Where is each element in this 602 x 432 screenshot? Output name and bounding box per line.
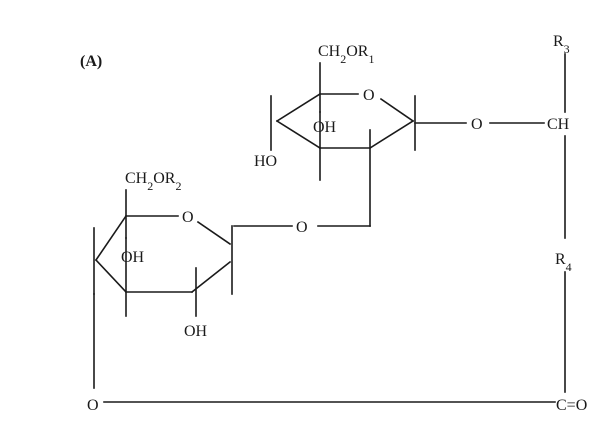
upper-oh-label: OH <box>313 119 337 136</box>
bottom-oxygen: O <box>87 397 99 414</box>
upper-ring-left-down-bond <box>275 119 322 150</box>
upper-ring-right-down-bond <box>368 119 415 150</box>
panel-label: (A) <box>80 53 102 70</box>
r4-label: R4 <box>555 251 572 274</box>
lower-oh-bottom-label: OH <box>184 323 208 340</box>
lower-ring-right-down-bond <box>190 260 232 294</box>
lower-ring-o-right-bond <box>196 220 232 246</box>
methine-label: CH <box>547 116 570 133</box>
carbonyl-label: C=O <box>556 397 587 414</box>
upper-ho-label: HO <box>254 153 277 170</box>
glycosidic-oxygen: O <box>296 219 308 236</box>
lower-ch2or-text: CH2OR2 <box>125 170 181 193</box>
upper-sugar-ring: CH2OR1 O OH HO <box>254 43 416 227</box>
upper-ch2or-label: CH2OR1 <box>318 43 374 66</box>
lower-ring-left-down-bond <box>94 258 128 294</box>
r3-text: R3 <box>553 33 570 56</box>
lower-ring-oxygen: O <box>182 209 194 226</box>
upper-ring-o-right-bond <box>379 97 415 123</box>
lower-sugar-ring: CH2OR2 O OH OH <box>93 170 233 340</box>
lower-ch2or-label: CH2OR2 <box>125 170 181 193</box>
lower-oh-inner-label: OH <box>121 249 145 266</box>
r4-text: R4 <box>555 251 572 274</box>
upper-ring-oxygen: O <box>363 87 375 104</box>
r3-label: R3 <box>553 33 570 56</box>
ether-oxygen: O <box>471 116 483 133</box>
upper-ring-left-up-bond <box>275 92 322 123</box>
lower-ring-left-up-bond <box>94 214 128 262</box>
upper-ch2or-text: CH2OR1 <box>318 43 374 66</box>
